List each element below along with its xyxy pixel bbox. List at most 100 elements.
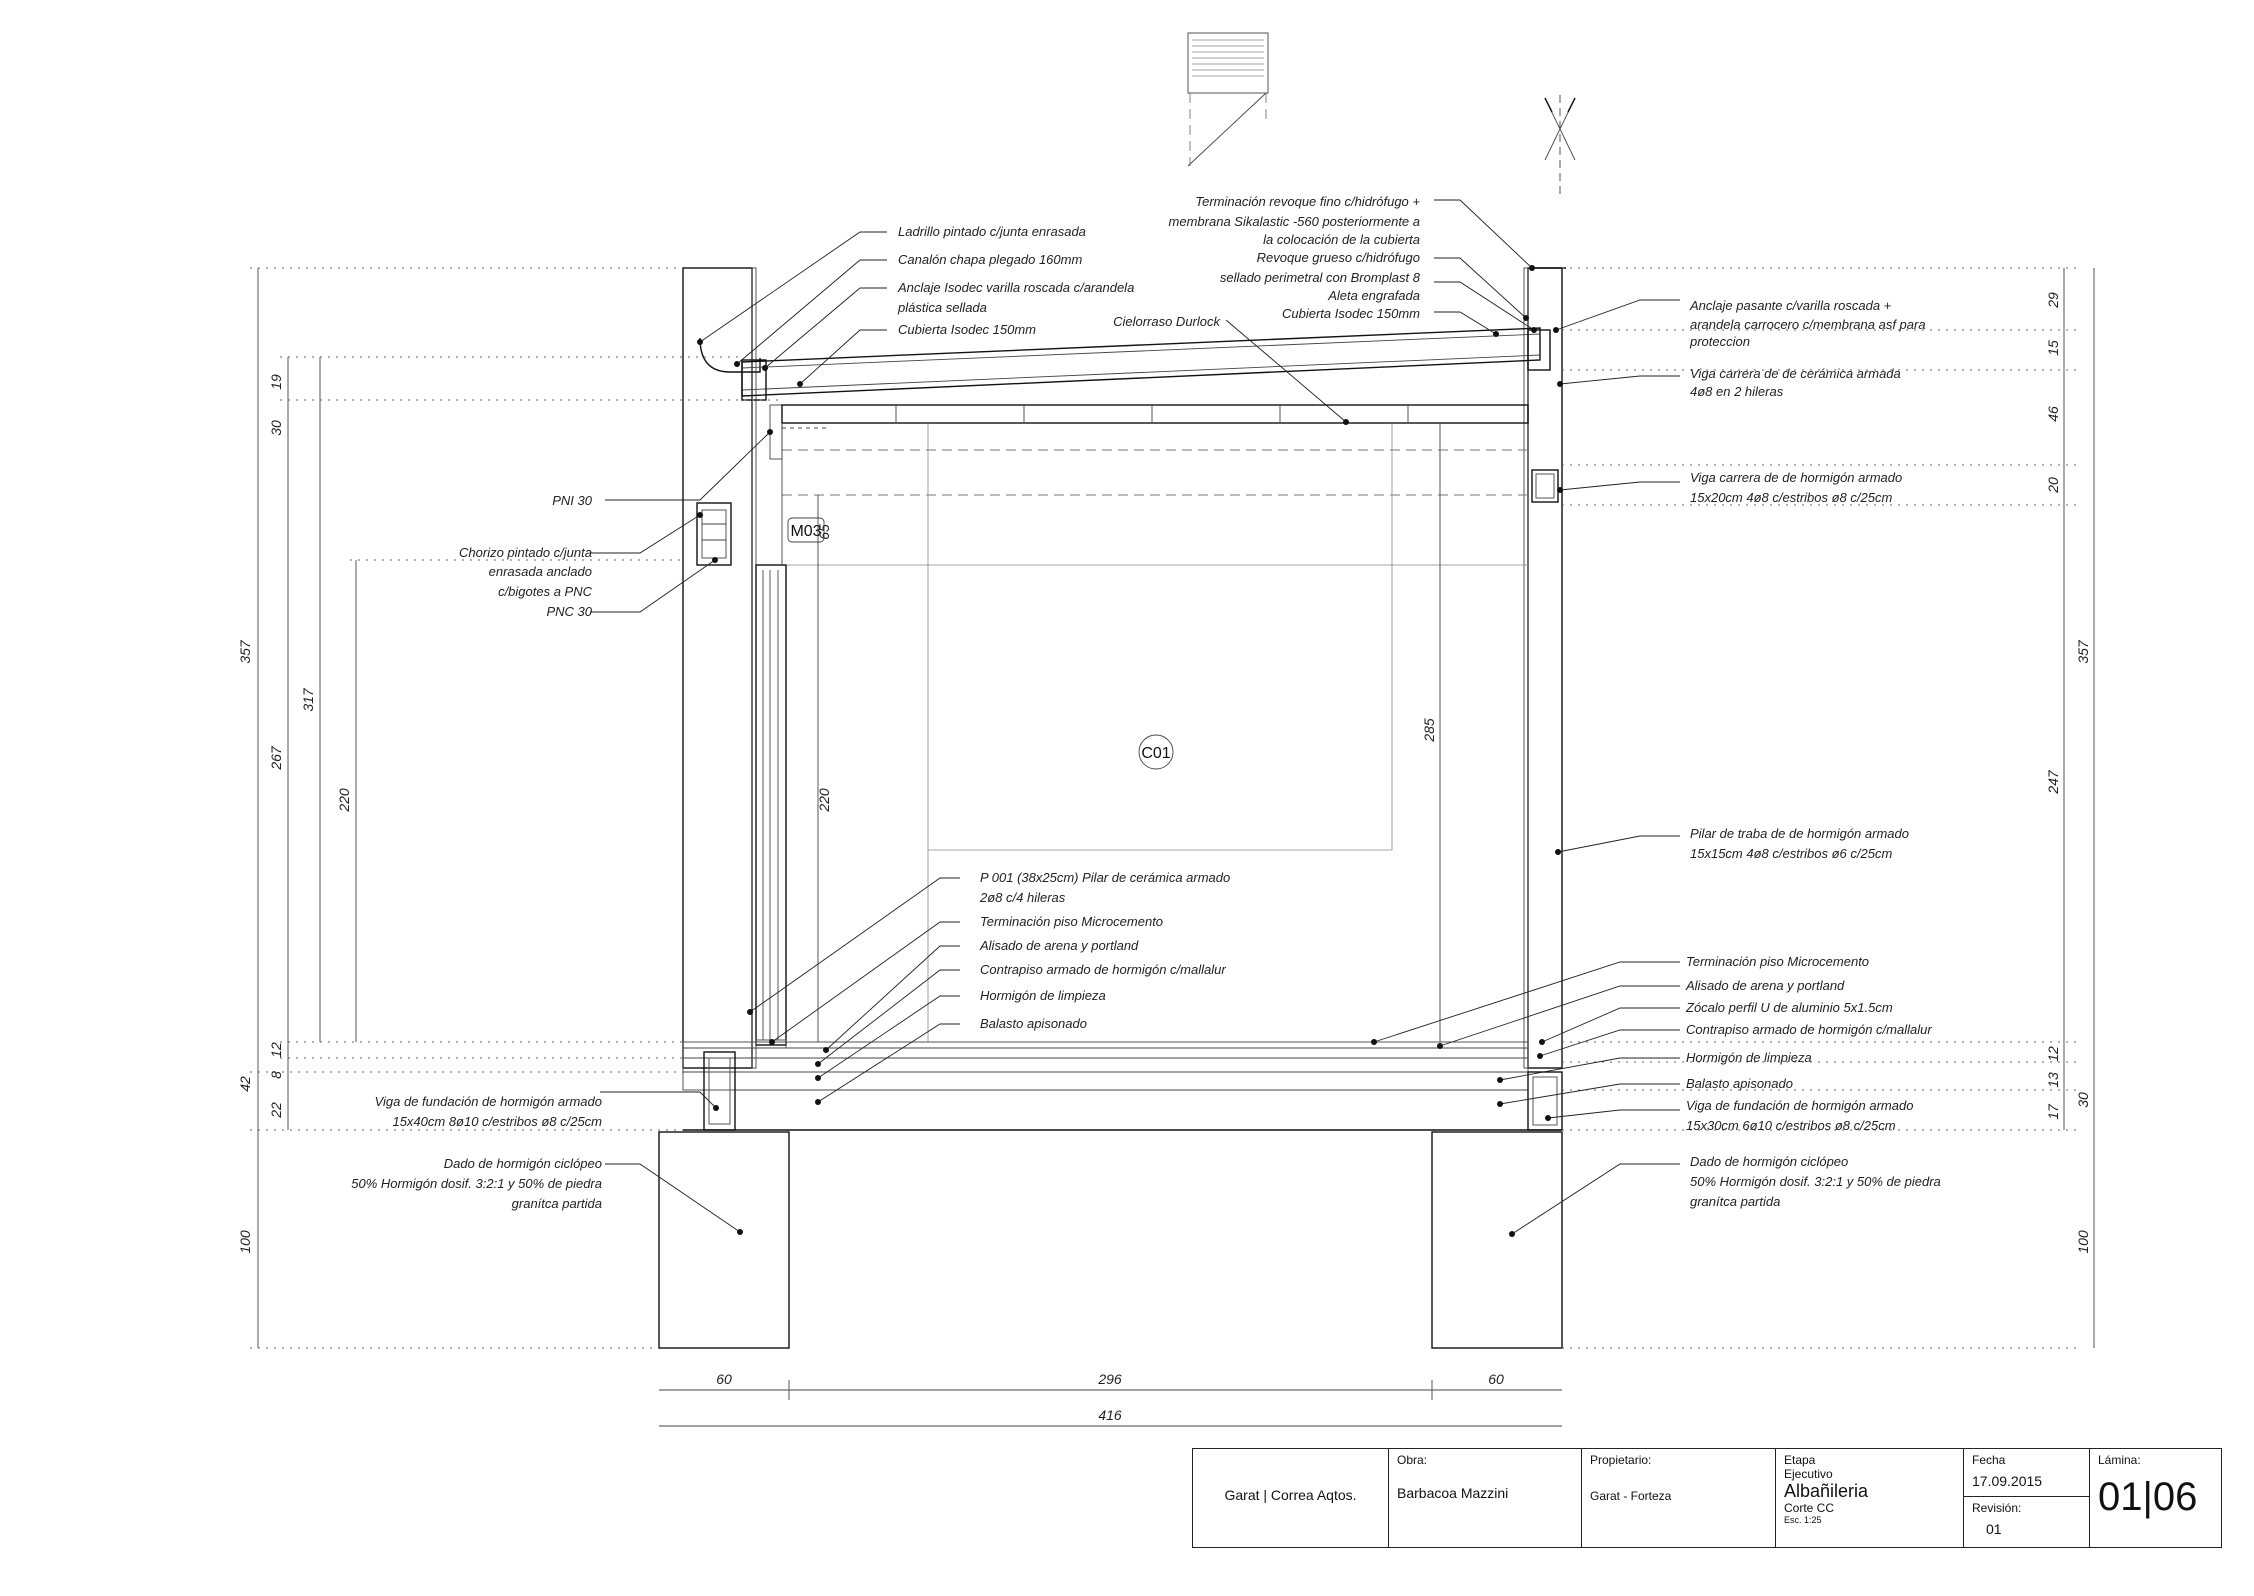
title-etapa-cell: Etapa Ejecutivo Albañileria Corte CC Esc…: [1775, 1449, 1963, 1547]
annotation: la colocación de la cubierta: [1263, 232, 1420, 247]
annotation: Balasto apisonado: [1686, 1076, 1793, 1091]
interior-elevation: [782, 423, 1528, 1042]
title-block: Garat | Correa Aqtos. Obra: Barbacoa Maz…: [1192, 1448, 2222, 1548]
revision-box: Revisión: 01: [1964, 1497, 2089, 1541]
dimension-label: 20: [2045, 477, 2061, 494]
revision-label: Revisión:: [1972, 1501, 2022, 1515]
escala-value: Esc. 1:25: [1784, 1515, 1822, 1525]
title-lamina-cell: Lámina: 01|06: [2089, 1449, 2223, 1547]
annotation: 15x15cm 4ø8 c/estribos ø6 c/25cm: [1690, 846, 1892, 861]
dimension-texts: 357 42 100 19 30 267 8 22 12 317 220 65 …: [237, 292, 2091, 1423]
annotation: enrasada anclado: [489, 564, 592, 579]
annotation: 15x20cm 4ø8 c/estribos ø8 c/25cm: [1690, 490, 1892, 505]
firm-name: Garat | Correa Aqtos.: [1224, 1487, 1357, 1503]
annotation: PNC 30: [546, 604, 592, 619]
floor-slab: [682, 1041, 1563, 1131]
left-wall: [682, 267, 783, 1069]
title-firm-cell: Garat | Correa Aqtos.: [1193, 1449, 1388, 1547]
obra-value: Barbacoa Mazzini: [1397, 1485, 1509, 1501]
annotation: proteccion: [1689, 334, 1750, 349]
propietario-value: Garat - Forteza: [1590, 1489, 1672, 1503]
annotation: 50% Hormigón dosif. 3:2:1 y 50% de piedr…: [1690, 1174, 1941, 1189]
dimension-label: 357: [2075, 639, 2091, 664]
propietario-label: Propietario:: [1590, 1453, 1652, 1467]
annotation: Viga de fundación de hormigón armado: [375, 1094, 602, 1109]
dimension-label: 29: [2045, 292, 2061, 309]
annotation: Viga de fundación de hormigón armado: [1686, 1098, 1913, 1113]
annotation: 15x30cm 6ø10 c/estribos ø8 c/25cm: [1686, 1118, 1896, 1133]
dimension-label: 13: [2045, 1072, 2061, 1088]
annotation: 4ø8 en 2 hileras: [1690, 384, 1784, 399]
annotation: granítca partida: [512, 1196, 602, 1211]
annotation: Alisado de arena y portland: [979, 938, 1139, 953]
fecha-box: Fecha 17.09.2015: [1964, 1449, 2089, 1497]
ceiling: [781, 404, 1529, 496]
dimension-label: 285: [1421, 718, 1437, 743]
annotation: Canalón chapa plegado 160mm: [898, 252, 1082, 267]
lamina-value: 01|06: [2098, 1475, 2198, 1519]
lamina-label: Lámina:: [2098, 1453, 2141, 1467]
dimension-label: 12: [2045, 1046, 2061, 1062]
right-wall: [1523, 267, 1563, 1069]
dimension-label: 19: [268, 374, 284, 390]
dimension-label: 60: [1488, 1371, 1504, 1387]
annotation: Terminación revoque fino c/hidrófugo +: [1195, 194, 1420, 209]
dimension-label: 46: [2045, 406, 2061, 422]
annotation: P 001 (38x25cm) Pilar de cerámica armado: [980, 870, 1230, 885]
annotation: Terminación piso Microcemento: [980, 914, 1163, 929]
annotation: Viga carrera de de hormigón armado: [1690, 470, 1902, 485]
annotation: Hormigón de limpieza: [1686, 1050, 1812, 1065]
annotation: Hormigón de limpieza: [980, 988, 1106, 1003]
dimension-label: 416: [1098, 1407, 1122, 1423]
leader-lines: [590, 199, 1680, 1235]
annotation: membrana Sikalastic -560 posteriormente …: [1169, 214, 1420, 229]
room-tag: C01: [1138, 734, 1174, 770]
annotation: Contrapiso armado de hormigón c/mallalur: [1686, 1022, 1932, 1037]
dimension-label: 15: [2045, 340, 2061, 356]
dimension-label: 220: [336, 788, 352, 813]
dimension-label: 8: [268, 1071, 284, 1079]
reference-lines: [250, 267, 2080, 1349]
annotation: Terminación piso Microcemento: [1686, 954, 1869, 969]
annotation: Revoque grueso c/hidrófugo: [1257, 250, 1420, 265]
annotation: Zócalo perfil U de aluminio 5x1.5cm: [1685, 1000, 1893, 1015]
title-propietario-cell: Propietario: Garat - Forteza: [1581, 1449, 1775, 1547]
annotation: sellado perimetral con Bromplast 8: [1220, 270, 1421, 285]
annotation: PNI 30: [552, 493, 593, 508]
title-fecha-cell: Fecha 17.09.2015 Revisión: 01: [1963, 1449, 2089, 1547]
left-annotations: Ladrillo pintado c/junta enrasada Canaló…: [351, 224, 1230, 1211]
dimension-label: 100: [2075, 1230, 2091, 1254]
rubro-value: Albañileria: [1784, 1481, 1869, 1501]
right-annotations: Anclaje pasante c/varilla roscada + aran…: [1685, 298, 1941, 1209]
annotation: plástica sellada: [897, 300, 987, 315]
annotation: Anclaje pasante c/varilla roscada +: [1689, 298, 1892, 313]
annotation: arandela carrocero c/membrana asf para: [1690, 317, 1926, 332]
room-tag-label: C01: [1141, 745, 1170, 762]
etapa-label: Etapa: [1784, 1453, 1816, 1467]
window-tag: M03: [787, 517, 825, 543]
fecha-label: Fecha: [1972, 1453, 2006, 1467]
annotation: Dado de hormigón ciclópeo: [1690, 1154, 1848, 1169]
dimension-lines: [257, 268, 2095, 1427]
dimension-label: 17: [2045, 1103, 2061, 1120]
obra-label: Obra:: [1397, 1453, 1428, 1467]
dimension-label: 247: [2045, 769, 2061, 795]
corte-value: Corte CC: [1784, 1501, 1835, 1515]
door-m03: [755, 423, 787, 1049]
chimney: [1187, 32, 1269, 167]
dimension-label: 30: [268, 420, 284, 436]
annotation: Viga carrera de de cerámica armada: [1690, 366, 1901, 381]
revision-value: 01: [1986, 1521, 2002, 1537]
annotation: Ladrillo pintado c/junta enrasada: [898, 224, 1086, 239]
annotation: Contrapiso armado de hormigón c/mallalur: [980, 962, 1226, 977]
annotation: Anclaje Isodec varilla roscada c/arandel…: [897, 280, 1134, 295]
annotation: granítca partida: [1690, 1194, 1780, 1209]
annotation: 50% Hormigón dosif. 3:2:1 y 50% de piedr…: [351, 1176, 602, 1191]
window-tag-label: M03: [790, 523, 821, 540]
annotation: Balasto apisonado: [980, 1016, 1087, 1031]
annotation: 2ø8 c/4 hileras: [979, 890, 1066, 905]
top-annotations: Terminación revoque fino c/hidrófugo + m…: [1169, 194, 1421, 321]
etapa-value: Ejecutivo: [1784, 1467, 1833, 1481]
dimension-label: 357: [237, 639, 253, 664]
